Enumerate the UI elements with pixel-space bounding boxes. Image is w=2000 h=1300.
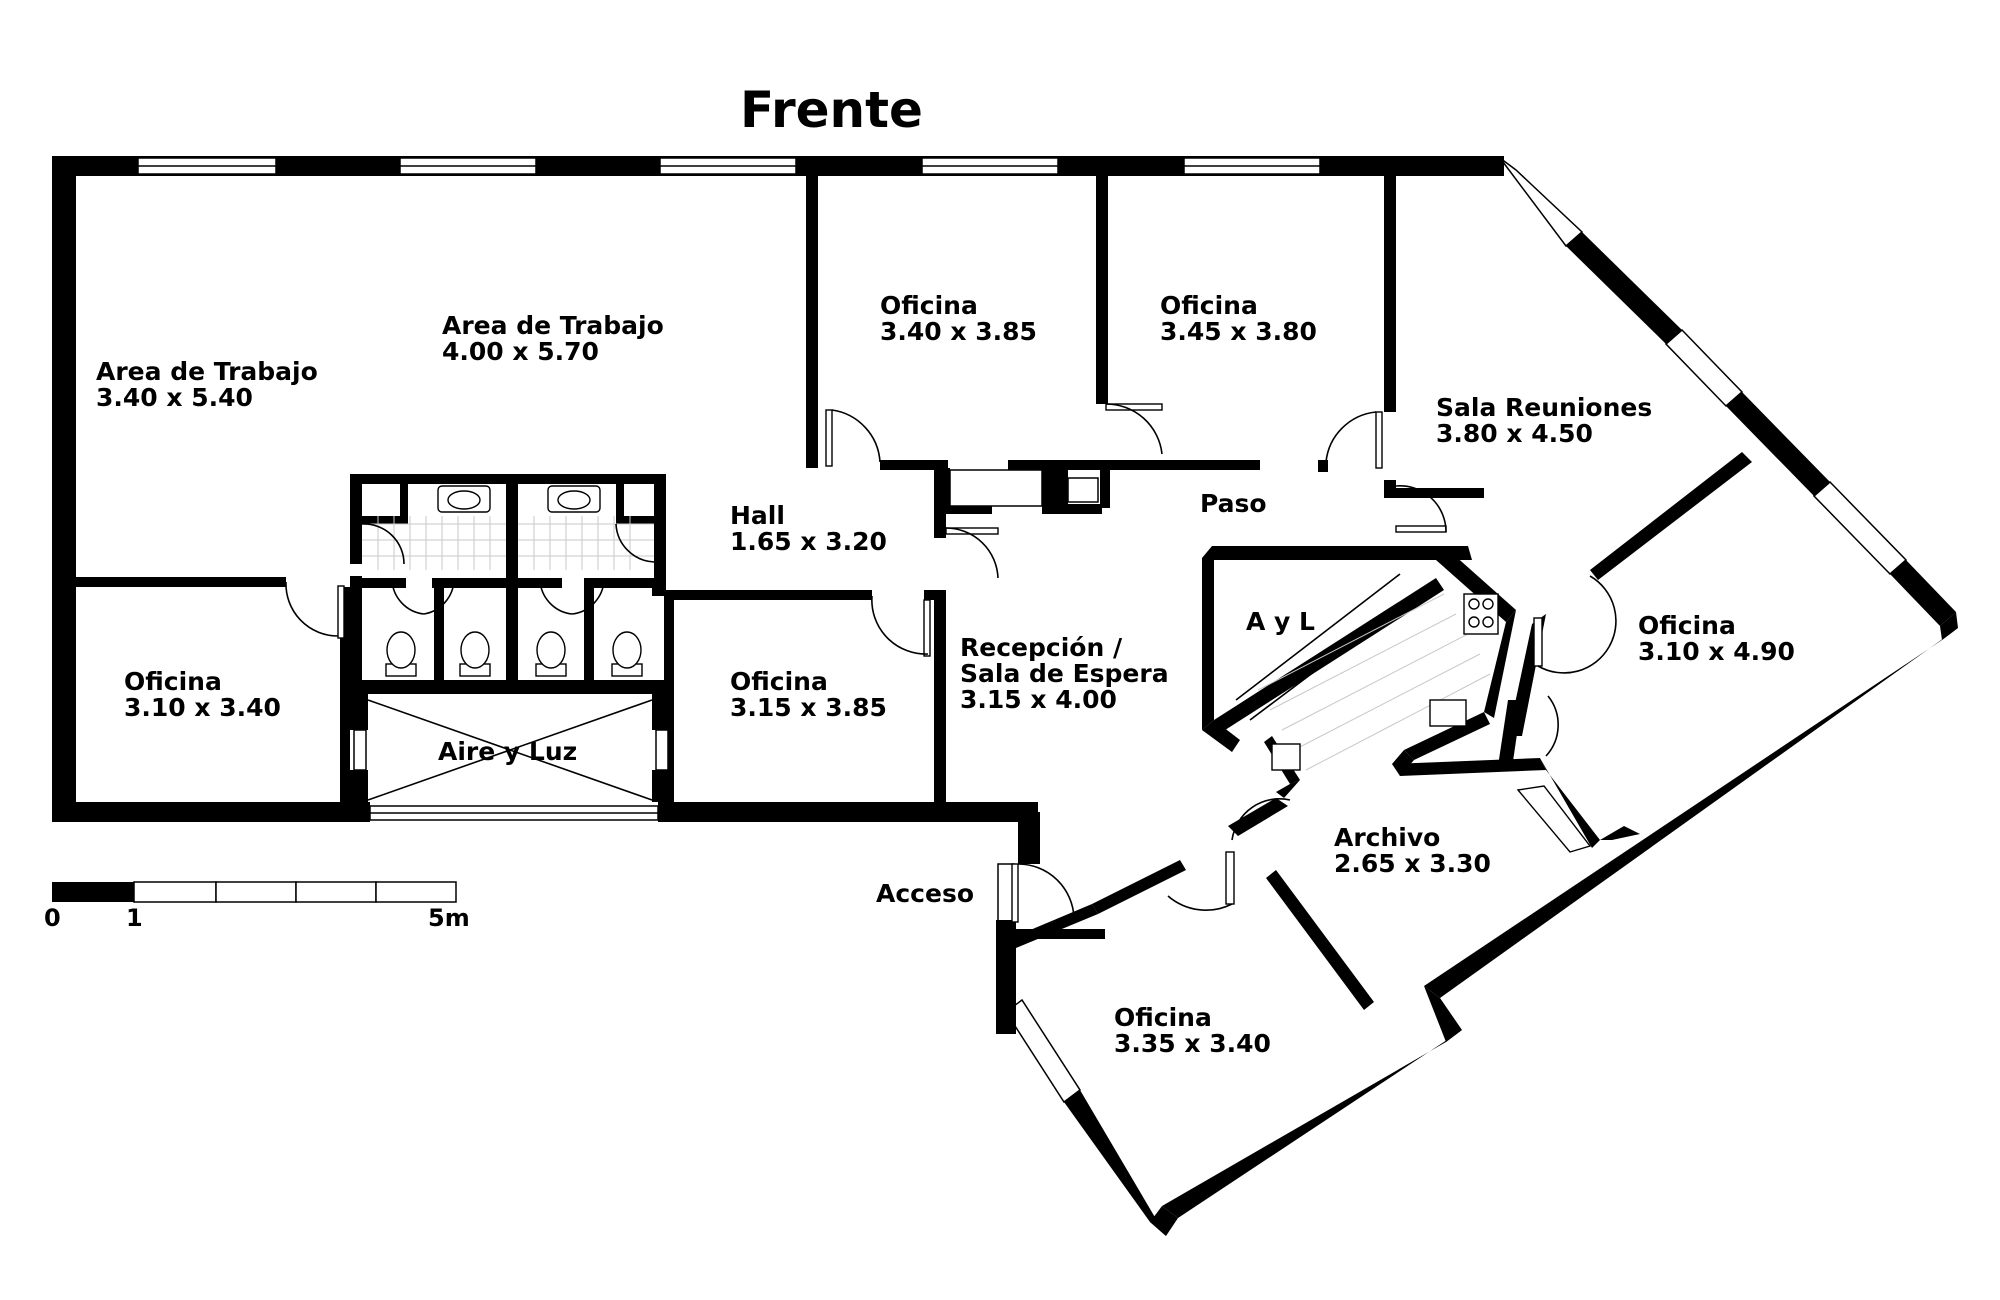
toilet-icon xyxy=(611,631,643,677)
room-dims: 3.40 x 5.40 xyxy=(96,383,253,412)
scale-bar: 0 1 5m xyxy=(44,881,470,932)
room-labels: Area de Trabajo 3.40 x 5.40 Area de Trab… xyxy=(96,291,1795,1058)
scale-segment-filled xyxy=(52,882,134,902)
room-dims: 3.15 x 3.85 xyxy=(730,693,887,722)
room-name: Oficina xyxy=(1160,291,1258,320)
kitchen-fixtures xyxy=(1257,593,1499,771)
room-name-2: Sala de Espera xyxy=(960,659,1169,688)
room-dims: 3.80 x 4.50 xyxy=(1436,419,1593,448)
scale-label-one: 1 xyxy=(126,904,143,932)
top-wall xyxy=(52,156,1504,176)
toilet-icon xyxy=(385,631,417,677)
plan-title: Frente xyxy=(740,81,923,139)
room-name: Oficina xyxy=(1114,1003,1212,1032)
bottom-wall-left xyxy=(52,802,370,822)
toilet-icon xyxy=(535,631,567,677)
room-dims: 3.45 x 3.80 xyxy=(1160,317,1317,346)
toilet-icon xyxy=(459,631,491,677)
room-dims: 3.40 x 3.85 xyxy=(880,317,1037,346)
kitchen-sink-icon xyxy=(1429,699,1467,727)
room-name: Area de Trabajo xyxy=(96,357,318,386)
room-name: Oficina xyxy=(880,291,978,320)
doors xyxy=(285,403,1617,923)
room-name: Oficina xyxy=(730,667,828,696)
diagonal-exterior-wall xyxy=(996,157,1958,1236)
aire-luz-label: Aire y Luz xyxy=(438,737,577,766)
acceso-label: Acceso xyxy=(876,879,974,908)
bottom-wall-center xyxy=(658,802,1038,822)
room-name: Area de Trabajo xyxy=(442,311,664,340)
room-dims: 2.65 x 3.30 xyxy=(1334,849,1491,878)
room-dims: 3.35 x 3.40 xyxy=(1114,1029,1271,1058)
scale-label-five: 5m xyxy=(428,904,470,932)
room-name: Hall xyxy=(730,501,785,530)
room-dims: 3.15 x 4.00 xyxy=(960,685,1117,714)
scale-label-zero: 0 xyxy=(44,904,61,932)
ayl-label: A y L xyxy=(1246,607,1315,636)
left-wall xyxy=(52,156,76,822)
paso-label: Paso xyxy=(1200,489,1267,518)
room-dims: 4.00 x 5.70 xyxy=(442,337,599,366)
room-dims: 3.10 x 4.90 xyxy=(1638,637,1795,666)
room-name: Archivo xyxy=(1334,823,1440,852)
room-name: Oficina xyxy=(124,667,222,696)
room-name: Recepción / xyxy=(960,633,1123,662)
room-name: Sala Reuniones xyxy=(1436,393,1652,422)
washer-icon xyxy=(1271,743,1301,771)
room-name: Oficina xyxy=(1638,611,1736,640)
bathroom-fixtures xyxy=(361,485,1421,801)
room-dims: 1.65 x 3.20 xyxy=(730,527,887,556)
interior-walls xyxy=(76,176,1752,1010)
bath-tiles xyxy=(362,516,654,570)
stove-icon xyxy=(1463,593,1499,635)
room-dims: 3.10 x 3.40 xyxy=(124,693,281,722)
